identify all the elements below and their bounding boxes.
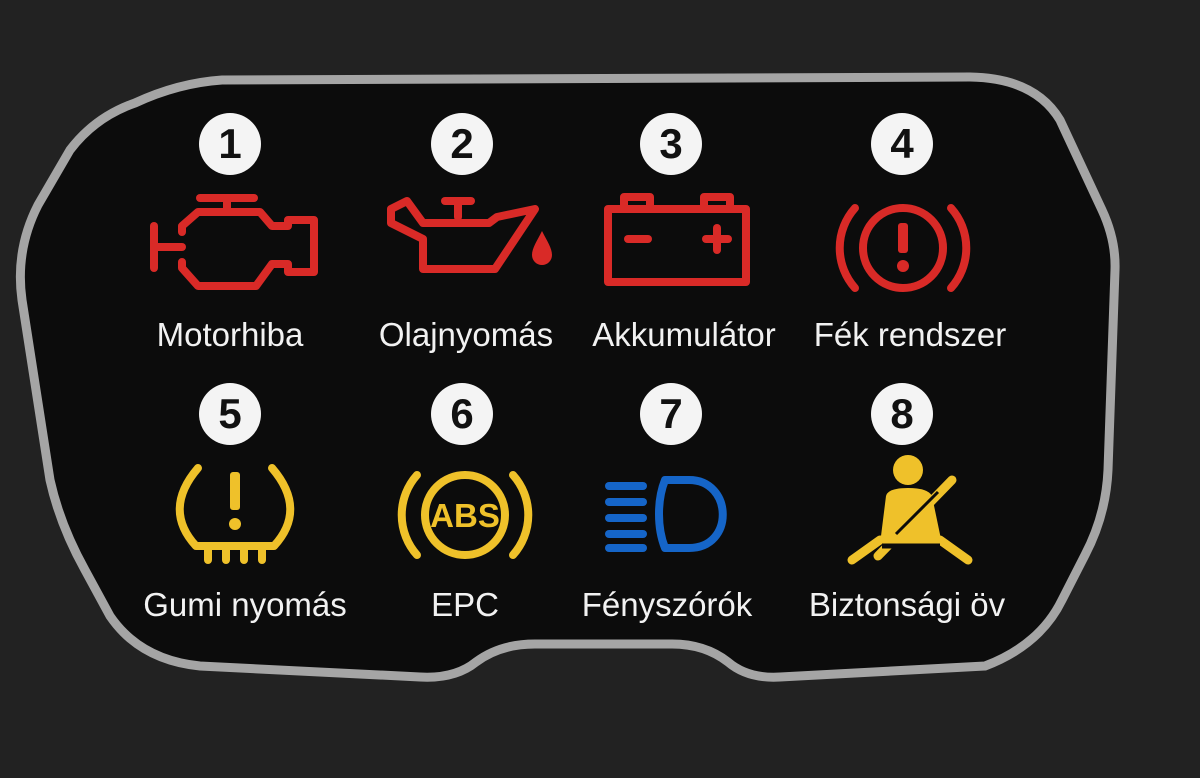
indicator-label-fek-rendszer: Fék rendszer	[813, 316, 1007, 353]
indicator-label-biztonsagi-ov: Biztonsági öv	[808, 586, 1006, 623]
engine-icon	[148, 190, 323, 295]
indicator-label-gumi-nyomas: Gumi nyomás	[143, 586, 347, 623]
brake-warning-icon	[833, 193, 973, 303]
abs-icon-text: ABS	[430, 497, 500, 534]
abs-icon: ABS	[395, 460, 535, 570]
indicator-number-badge: 2	[431, 113, 493, 175]
indicator-label-akkumulator: Akkumulátor	[592, 316, 776, 353]
battery-icon	[602, 193, 752, 288]
seatbelt-icon	[847, 452, 973, 577]
indicator-label-fenyszorok: Fényszórók	[581, 586, 753, 623]
oil-can-icon	[385, 195, 565, 275]
indicator-number-badge: 5	[199, 383, 261, 445]
indicator-number-badge: 6	[431, 383, 493, 445]
headlight-icon	[603, 472, 738, 557]
indicator-number-badge: 3	[640, 113, 702, 175]
indicator-number-badge: 7	[640, 383, 702, 445]
indicator-label-motorhiba: Motorhiba	[156, 316, 304, 353]
indicator-label-epc: EPC	[431, 586, 499, 623]
indicator-number-badge: 4	[871, 113, 933, 175]
indicator-label-olajnyomas: Olajnyomás	[378, 316, 554, 353]
indicator-number-badge: 1	[199, 113, 261, 175]
tire-pressure-icon	[170, 460, 300, 570]
indicator-number-badge: 8	[871, 383, 933, 445]
